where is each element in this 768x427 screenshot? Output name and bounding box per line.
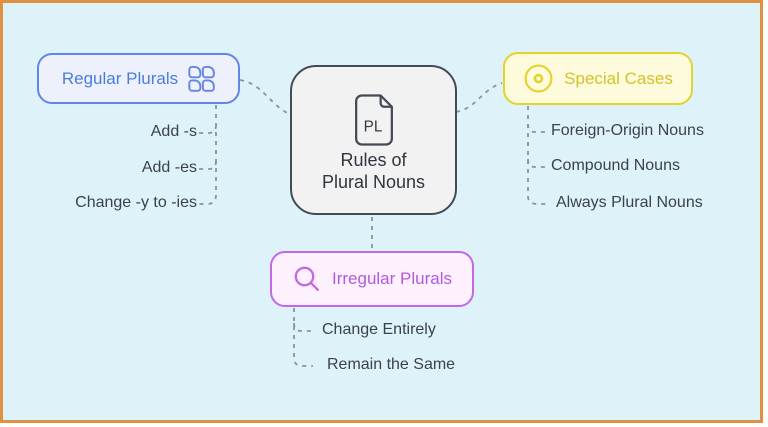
document-icon-label: PL	[363, 118, 382, 135]
center-title-line1: Rules of	[340, 149, 407, 170]
special-cases-label: Special Cases	[564, 68, 673, 88]
search-icon	[294, 266, 319, 291]
leaf-item-always-plural-nouns: Always Plural Nouns	[556, 194, 703, 211]
leaf-item-remain-the-same: Remain the Same	[327, 356, 456, 373]
leaf-item-compound-nouns: Compound Nouns	[551, 157, 680, 174]
regular-plurals-label: Regular Plurals	[61, 68, 179, 88]
center-node-rules-of-plural-nouns: PL Rules of Plural Nouns	[290, 65, 457, 215]
leaf-item-change-entirely: Change Entirely	[322, 321, 436, 338]
branch-node-regular-plurals: Regular Plurals	[37, 53, 240, 104]
center-title-line2: Plural Nouns	[321, 171, 426, 192]
branch-node-irregular-plurals: Irregular Plurals	[270, 251, 474, 307]
target-icon	[524, 64, 553, 93]
branch-node-special-cases: Special Cases	[503, 52, 693, 105]
leaf-item-foreign-origin-nouns: Foreign-Origin Nouns	[551, 122, 704, 139]
leaf-item-add-s: Add -s	[150, 123, 197, 140]
leaf-item-add-es: Add -es	[141, 159, 197, 176]
leaf-item-change-y-to-ies: Change -y to -ies	[75, 194, 197, 211]
irregular-plurals-label: Irregular Plurals	[332, 269, 452, 288]
document-icon: PL	[354, 93, 393, 146]
grid-icon	[188, 65, 215, 92]
